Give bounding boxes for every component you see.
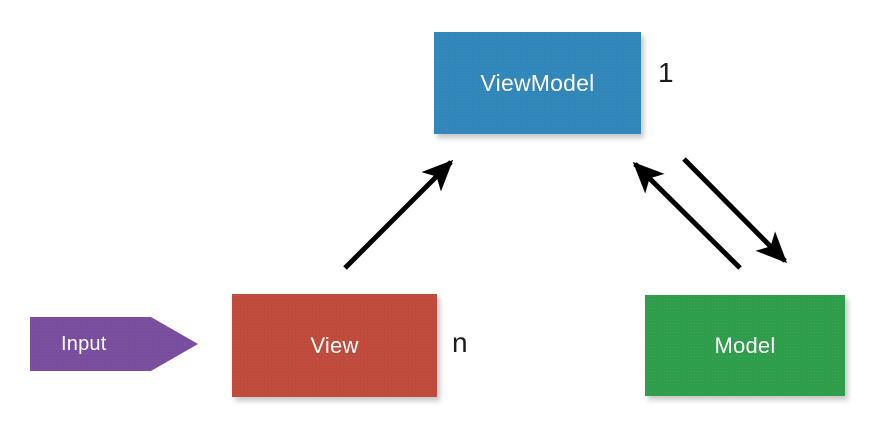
node-viewmodel-label: ViewModel — [480, 69, 595, 96]
node-input[interactable]: Input — [30, 317, 198, 371]
node-model-label: Model — [714, 332, 776, 358]
node-view-label: View — [310, 332, 359, 358]
cardinality-label-n: n — [452, 327, 468, 358]
connector-model-to-viewmodel — [632, 161, 742, 270]
cardinality-label-one: 1 — [658, 57, 674, 88]
node-model[interactable]: Model — [645, 295, 845, 396]
node-viewmodel[interactable]: ViewModel — [434, 32, 641, 134]
node-view[interactable]: View — [232, 294, 437, 397]
connector-view-to-viewmodel — [343, 159, 454, 270]
connector-viewmodel-to-model — [682, 157, 788, 264]
node-input-label: Input — [61, 332, 107, 355]
